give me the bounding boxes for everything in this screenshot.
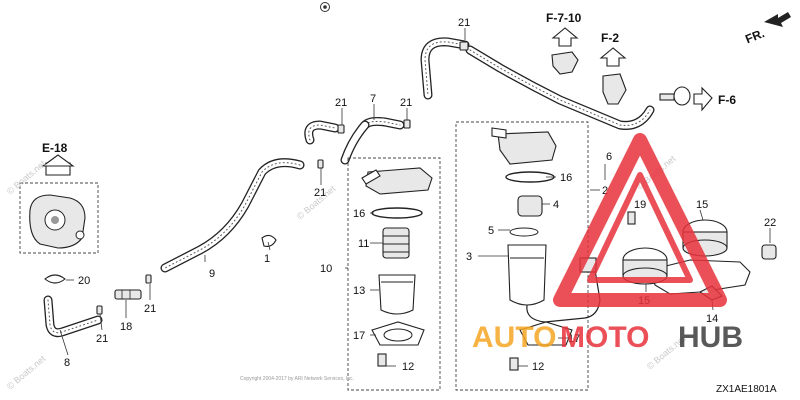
callout-21: 21 [314,187,326,199]
callout-5: 5 [488,225,494,237]
watermark-text: © Boats.net [5,353,48,391]
callout-10: 10 [320,263,332,275]
fuel-hose-8 [43,295,103,338]
reference-labels: E-18 F-7-10 F-2 F-6 [42,11,736,155]
callout-6: 6 [606,151,612,163]
callout-16: 16 [560,172,572,184]
callout-3: 3 [466,251,472,263]
callout-21: 21 [335,97,347,109]
logo-moto: MOTO [560,321,649,354]
callout-16: 16 [353,208,365,220]
leader-lines [59,28,771,367]
callout-4: 4 [553,199,559,211]
callout-21: 21 [144,303,156,315]
front-direction-arrow: FR. [743,12,791,46]
ref-f7-10: F-7-10 [546,11,582,25]
callout-21: 21 [458,17,470,29]
filter-assembly-10 [347,157,441,391]
diagram-code: ZX1AE1801A [716,384,777,395]
ref-f2: F-2 [601,31,619,45]
callout-15: 15 [696,199,708,211]
front-label: FR. [743,26,766,46]
callout-13: 13 [353,285,365,297]
callout-8: 8 [64,357,70,369]
hose-clip-1 [261,234,277,247]
copyright-text: Copyright 2004-2017 by ARI Network Servi… [240,376,354,382]
callout-21: 21 [96,333,108,345]
ref-e18: E-18 [42,141,68,155]
callout-22: 22 [764,217,776,229]
filter-assembly-2 [455,121,601,391]
callout-12: 12 [402,361,414,373]
e18-reference-box [19,182,99,254]
callout-11: 11 [358,238,369,250]
callout-20: 20 [78,275,90,287]
e18-up-arrow [41,154,75,176]
fuel-hose-7 [304,116,405,165]
callout-labels: 21 7 21 21 21 1 9 10 16 11 13 17 12 2 16… [64,17,776,373]
callout-21: 21 [400,97,412,109]
f6-right-arrow [659,86,713,112]
logo-auto: AUTO [472,321,556,354]
clip-21-set [96,41,469,315]
callout-12: 12 [532,361,544,373]
top-circle-icon [320,2,330,12]
callout-7: 7 [370,93,376,105]
fuel-hose-top [420,37,655,130]
plug-22 [761,244,777,260]
watermark-text: © Boats.net [5,158,48,196]
callout-1: 1 [264,253,270,265]
callout-17: 17 [568,333,580,345]
fuel-connector-18 [114,289,142,300]
callout-17: 17 [353,330,365,342]
logo-hub: HUB [678,321,743,354]
callout-2: 2 [602,185,608,197]
bolt-19 [627,211,636,225]
callout-18: 18 [120,321,132,333]
clip-20 [44,274,66,284]
f7-10-up-arrow [551,27,579,75]
f2-up-arrow [599,47,627,105]
callout-19: 19 [634,199,646,211]
ref-f6: F-6 [718,93,736,107]
fuel-hose-9 [160,158,305,273]
callout-9: 9 [209,268,215,280]
automotohub-logo: AUTO MOTO HUB [472,133,743,354]
callout-14: 14 [706,313,718,325]
